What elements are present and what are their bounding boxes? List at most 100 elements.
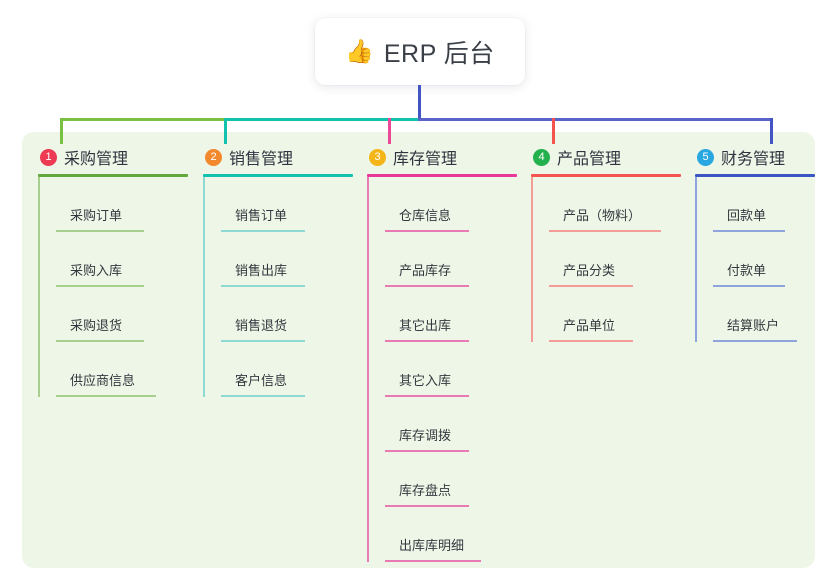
- branch-spine: [38, 177, 40, 397]
- connector-drop-1: [60, 118, 63, 144]
- leaf-label: 结算账户: [727, 318, 780, 333]
- branch-number-badge: 1: [40, 148, 57, 166]
- leaf-rule: [713, 230, 785, 232]
- leaf-rule: [221, 340, 305, 342]
- leaf-node[interactable]: 销售订单: [221, 177, 353, 232]
- leaf-node[interactable]: 销售出库: [221, 232, 353, 287]
- leaf-node[interactable]: 产品（物料）: [549, 177, 681, 232]
- leaf-node[interactable]: 其它出库: [385, 287, 517, 342]
- connector-drop-2: [224, 118, 227, 144]
- branch-number-badge: 3: [369, 148, 386, 166]
- leaf-node[interactable]: 其它入库: [385, 342, 517, 397]
- leaf-node[interactable]: 出库库明细: [385, 507, 517, 562]
- leaf-rule: [385, 450, 469, 452]
- diagram-panel: [22, 132, 815, 568]
- leaf-rule: [713, 285, 785, 287]
- leaf-label: 库存盘点: [399, 483, 452, 498]
- leaf-rule: [221, 230, 305, 232]
- leaf-rule: [56, 340, 144, 342]
- leaf-rule: [56, 230, 144, 232]
- connector-bar-left: [60, 118, 352, 121]
- branch-header-5[interactable]: 5 财务管理: [695, 146, 815, 168]
- leaf-node[interactable]: 库存调拨: [385, 397, 517, 452]
- leaf-node[interactable]: 客户信息: [221, 342, 353, 397]
- leaf-node[interactable]: 产品分类: [549, 232, 681, 287]
- leaf-label: 付款单: [727, 263, 767, 278]
- branch-title: 财务管理: [721, 151, 786, 168]
- leaf-label: 销售出库: [235, 263, 288, 278]
- branch-items: 销售订单销售出库销售退货客户信息: [203, 177, 353, 397]
- leaf-label: 产品单位: [563, 318, 616, 333]
- branch-items: 仓库信息产品库存其它出库其它入库库存调拨库存盘点出库库明细: [367, 177, 517, 562]
- branch-spine: [367, 177, 369, 562]
- leaf-label: 供应商信息: [70, 373, 136, 388]
- branch-header-3[interactable]: 3 库存管理: [367, 146, 517, 168]
- leaf-rule: [549, 230, 661, 232]
- branch-header-rule: [531, 174, 681, 177]
- root-node-erp-backend[interactable]: 👍 ERP 后台: [315, 18, 525, 85]
- branch-spine: [531, 177, 533, 342]
- leaf-rule: [549, 285, 633, 287]
- leaf-label: 其它出库: [399, 318, 452, 333]
- leaf-rule: [385, 230, 469, 232]
- leaf-label: 回款单: [727, 208, 767, 223]
- connector-drop-5: [770, 118, 773, 144]
- leaf-label: 出库库明细: [399, 538, 465, 553]
- branch-column-4: 4 产品管理产品（物料） 产品分类产品单位: [531, 146, 681, 342]
- branch-items: 回款单付款单结算账户: [695, 177, 815, 342]
- branch-column-3: 3 库存管理仓库信息产品库存其它出库其它入库库存调拨库存盘点出库库明细: [367, 146, 517, 562]
- branch-header-rule: [367, 174, 517, 177]
- branch-header-rule: [38, 174, 188, 177]
- leaf-rule: [56, 285, 144, 287]
- leaf-node[interactable]: 产品单位: [549, 287, 681, 342]
- leaf-node[interactable]: 产品库存: [385, 232, 517, 287]
- thumbs-up-icon: 👍: [345, 38, 374, 64]
- leaf-rule: [713, 340, 797, 342]
- leaf-label: 采购退货: [70, 318, 123, 333]
- leaf-label: 库存调拨: [399, 428, 452, 443]
- branch-title: 产品管理: [557, 151, 622, 168]
- branch-items: 产品（物料） 产品分类产品单位: [531, 177, 681, 342]
- leaf-rule: [385, 340, 469, 342]
- leaf-node[interactable]: 采购退货: [56, 287, 188, 342]
- connector-bar-right: [418, 118, 773, 121]
- branch-title: 库存管理: [393, 151, 458, 168]
- branch-spine: [695, 177, 697, 342]
- branch-number-badge: 4: [533, 148, 550, 166]
- leaf-rule: [385, 285, 469, 287]
- leaf-rule: [549, 340, 633, 342]
- leaf-label: 产品（物料）: [563, 208, 642, 223]
- leaf-node[interactable]: 付款单: [713, 232, 815, 287]
- branch-header-4[interactable]: 4 产品管理: [531, 146, 681, 168]
- branch-number-badge: 2: [205, 148, 222, 166]
- branch-spine: [203, 177, 205, 397]
- connector-root-stem: [418, 85, 421, 121]
- leaf-label: 仓库信息: [399, 208, 452, 223]
- leaf-node[interactable]: 库存盘点: [385, 452, 517, 507]
- connector-bar-mid: [224, 118, 418, 121]
- leaf-label: 销售订单: [235, 208, 288, 223]
- leaf-rule: [385, 505, 469, 507]
- leaf-node[interactable]: 采购订单: [56, 177, 188, 232]
- leaf-label: 产品库存: [399, 263, 452, 278]
- leaf-node[interactable]: 销售退货: [221, 287, 353, 342]
- leaf-rule: [385, 395, 469, 397]
- leaf-rule: [56, 395, 156, 397]
- branch-number-badge: 5: [697, 148, 714, 166]
- leaf-node[interactable]: 仓库信息: [385, 177, 517, 232]
- leaf-rule: [385, 560, 481, 562]
- leaf-node[interactable]: 回款单: [713, 177, 815, 232]
- branch-header-rule: [203, 174, 353, 177]
- root-node-title: ERP 后台: [383, 39, 495, 68]
- branch-header-rule: [695, 174, 815, 177]
- leaf-label: 销售退货: [235, 318, 288, 333]
- leaf-node[interactable]: 采购入库: [56, 232, 188, 287]
- leaf-node[interactable]: 供应商信息: [56, 342, 188, 397]
- branch-items: 采购订单采购入库采购退货供应商信息: [38, 177, 188, 397]
- leaf-label: 客户信息: [235, 373, 288, 388]
- leaf-node[interactable]: 结算账户: [713, 287, 815, 342]
- connector-drop-4: [552, 118, 555, 144]
